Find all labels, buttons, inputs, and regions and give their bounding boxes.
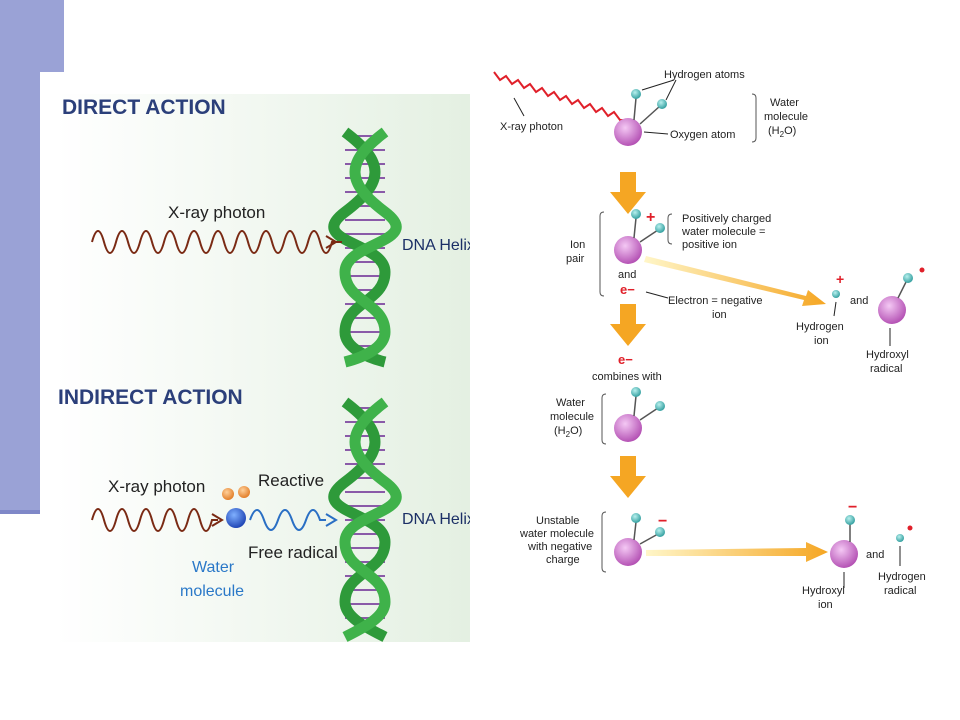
hydrogen-atom-left [222, 488, 234, 500]
and-label-2: and [850, 295, 868, 307]
hydrogen-atom-2 [657, 99, 667, 109]
radical-dot-2 [907, 525, 913, 531]
radiolysis-svg: X-ray photon Hydrogen atoms Oxygen atom … [493, 69, 926, 611]
indirect-photon-label: X-ray photon [108, 477, 205, 496]
dna-helix-top [328, 127, 402, 368]
hydroxyl-radical-molecule [878, 296, 906, 324]
water-molecule-middle [614, 414, 642, 442]
hydroxyl-ion-molecule [830, 540, 858, 568]
water-molecule-label-3: (H2O) [768, 125, 796, 139]
beam-arrow-2 [646, 542, 828, 562]
hydrogen-ion-label-1: Hydrogen [796, 321, 844, 333]
water-molecule-top [614, 118, 642, 146]
unstable-label-2: water molecule [519, 528, 594, 540]
indirect-action-title: INDIRECT ACTION [58, 386, 243, 409]
and-label-3: and [866, 549, 884, 561]
accent-bar-top [0, 0, 64, 72]
water2-label-3: (H2O) [554, 425, 582, 439]
electron-symbol-1: e− [620, 282, 635, 297]
direct-indirect-figure: DIRECT ACTION X-ray photon DNA Helix IND… [40, 72, 470, 642]
plus-sign-2: + [836, 271, 844, 287]
indirect-dna-label: DNA Helix [402, 511, 470, 528]
direct-dna-label: DNA Helix [402, 237, 470, 254]
water-label-line2: molecule [180, 583, 244, 600]
direct-photon-label: X-ray photon [168, 203, 265, 222]
minus-sign-2: − [848, 499, 857, 516]
and-label-1: and [618, 269, 636, 281]
hydrogen-ion-atom [832, 290, 840, 298]
unstable-label-1: Unstable [536, 515, 579, 527]
ion-pair-label-2: pair [566, 253, 585, 265]
water2-label-1: Water [556, 397, 585, 409]
electron-symbol-2: e− [618, 352, 633, 367]
hydrogen-ion-label-2: ion [814, 335, 829, 347]
water-molecule-label-2: molecule [764, 111, 808, 123]
positive-ion-label-3: positive ion [682, 239, 737, 251]
water2-label-2: molecule [550, 411, 594, 423]
direct-action-title: DIRECT ACTION [62, 96, 226, 119]
hydrogen-atoms-label: Hydrogen atoms [664, 69, 745, 81]
accent-divider [0, 510, 66, 514]
down-arrow-1 [610, 172, 646, 214]
indirect-photon-wave [91, 508, 218, 532]
direct-indirect-svg: DIRECT ACTION X-ray photon DNA Helix IND… [56, 94, 470, 642]
accent-bar-left [0, 72, 40, 512]
positive-ion-molecule [614, 236, 642, 264]
hydrogen-radical-label-1: Hydrogen [878, 571, 926, 583]
direct-photon-wave [91, 230, 342, 254]
water-molecule-icon [226, 508, 246, 528]
radical-dot-1 [919, 267, 925, 273]
dna-helix-bottom [328, 397, 402, 642]
hydrogen-radical-atom [896, 534, 904, 542]
xray-photon-label: X-ray photon [500, 121, 563, 133]
electron-label-1: Electron = negative [668, 295, 762, 307]
radical-arrowhead [325, 513, 338, 527]
water-molecule-label-1: Water [770, 97, 799, 109]
xray-pointer [513, 97, 525, 117]
unstable-label-3: with negative [527, 541, 592, 553]
water-label-line1: Water [192, 559, 235, 576]
direct-arrowhead [325, 235, 338, 249]
unstable-molecule [614, 538, 642, 566]
ion-pair-label-1: Ion [570, 239, 585, 251]
combines-with-label: combines with [592, 371, 662, 383]
figure-background [56, 94, 470, 642]
indirect-arrowhead [211, 513, 224, 527]
positive-ion-label-1: Positively charged [682, 213, 771, 225]
oxygen-atom-label: Oxygen atom [670, 129, 735, 141]
free-radical-wave [249, 509, 326, 531]
unstable-label-4: charge [546, 554, 580, 566]
hydroxyl-radical-label-2: radical [870, 363, 902, 375]
plus-sign-1: + [646, 209, 655, 226]
hydrogen-atom-right [238, 486, 250, 498]
hydroxyl-ion-label-1: Hydroxyl [802, 585, 845, 597]
beam-arrow-1 [644, 256, 826, 306]
electron-label-2: ion [712, 309, 727, 321]
hydroxyl-ion-label-2: ion [818, 599, 833, 611]
hydroxyl-radical-label-1: Hydroxyl [866, 349, 909, 361]
down-arrow-3 [610, 456, 646, 498]
hydrogen-radical-label-2: radical [884, 585, 916, 597]
positive-ion-label-2: water molecule = [681, 226, 765, 238]
free-radical-label: Free radical [248, 543, 338, 562]
radiolysis-of-water-figure: X-ray photon Hydrogen atoms Oxygen atom … [484, 60, 954, 630]
xray-photon-wave [493, 71, 624, 121]
down-arrow-2 [610, 304, 646, 346]
reactive-label: Reactive [258, 471, 324, 490]
hydrogen-atom-1 [631, 89, 641, 99]
minus-sign-1: − [658, 513, 667, 530]
